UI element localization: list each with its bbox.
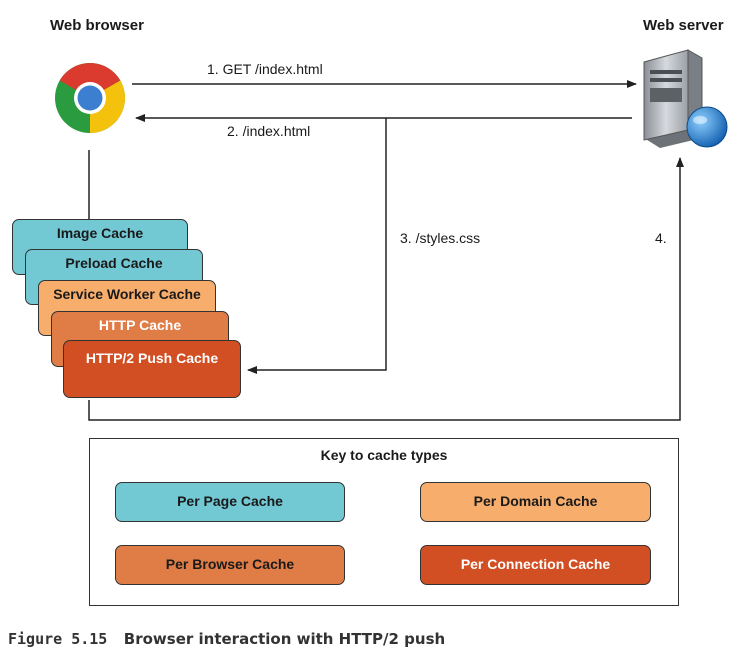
web-browser-label: Web browser [50,17,144,34]
get-label: 1. GET /index.html [207,61,323,77]
key-title: Key to cache types [320,447,448,463]
styles-label: 3. /styles.css [400,230,481,246]
step4-arrow [88,157,684,421]
key-per-domain: Per Domain Cache [420,482,651,522]
response-label: 2. /index.html [227,123,311,139]
http2-push-cache-box: HTTP/2 Push Cache [63,340,241,398]
key-per-browser: Per Browser Cache [115,545,345,585]
styles-arrow [247,118,387,374]
figure-title: Browser interaction with HTTP/2 push [123,630,446,648]
key-panel [89,438,679,606]
web-server-label: Web server [643,17,724,34]
step4-label: 4. [655,230,667,246]
figure-caption: Figure 5.15 Browser interaction with HTT… [8,630,445,649]
key-per-page: Per Page Cache [115,482,345,522]
figure-number: Figure 5.15 [8,630,108,648]
key-per-connection: Per Connection Cache [420,545,651,585]
